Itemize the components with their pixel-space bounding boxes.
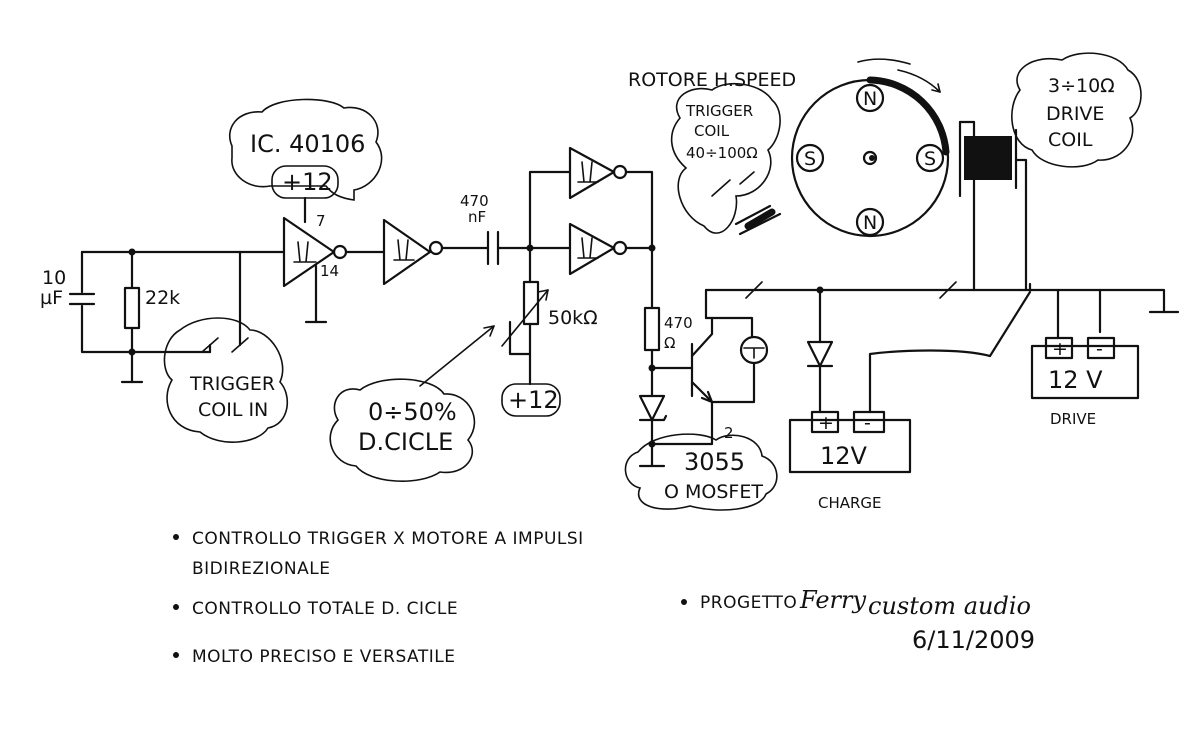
batt-charge-volt: 12V xyxy=(820,442,868,470)
batt-charge-label: CHARGE xyxy=(818,494,882,512)
batt-drive-plus: + xyxy=(1052,338,1068,360)
power-network xyxy=(704,120,1180,474)
pole-north-bottom: N xyxy=(863,212,877,234)
cap-coupling-value: 470 xyxy=(460,192,489,210)
trigger-coil-symbol xyxy=(711,171,782,236)
rotor-title: ROTORE H.SPEED xyxy=(628,69,796,91)
gate-1 xyxy=(238,216,348,324)
pot-supply-box xyxy=(501,383,561,417)
credit-date: 6/11/2009 xyxy=(912,626,1035,654)
drive-coil-top: 3÷10Ω xyxy=(1048,75,1115,97)
gate-2 xyxy=(344,218,444,286)
gate-4 xyxy=(568,222,656,276)
batt-drive-minus: - xyxy=(1096,338,1103,360)
drive-coil-mid: DRIVE xyxy=(1046,103,1104,125)
transistor-line2: O MOSFET xyxy=(664,481,763,503)
cloud-ic-label xyxy=(228,98,383,201)
res-gate-value: 470 xyxy=(664,314,693,332)
ic-supply: +12 xyxy=(282,168,333,196)
gate-3 xyxy=(528,146,654,250)
cloud-trigger-coil-in xyxy=(163,317,288,443)
cloud-drive-coil xyxy=(1011,52,1142,168)
credit-brand: custom audio xyxy=(868,592,1031,620)
pole-north-top: N xyxy=(863,88,877,110)
drive-coil-symbol xyxy=(958,120,1028,292)
credit-prefix: PROGETTO xyxy=(700,593,797,613)
note-1b: BIDIREZIONALE xyxy=(192,559,330,579)
batt-drive-label: DRIVE xyxy=(1050,410,1096,428)
notes: CONTROLLO TRIGGER X MOTORE A IMPULSI BID… xyxy=(173,529,584,667)
driver-stage xyxy=(638,246,769,468)
pot-value: 50kΩ xyxy=(548,307,598,329)
trigger-coil-mid: COIL xyxy=(694,122,730,140)
cap-input-unit: µF xyxy=(40,287,63,309)
cap-input-value: 10 xyxy=(42,267,66,289)
potentiometer xyxy=(501,246,549,386)
rotor xyxy=(790,58,950,238)
trigger-coil-in-line2: COIL IN xyxy=(198,399,268,421)
res-gate-unit: Ω xyxy=(664,334,675,352)
credit-author: Ferry xyxy=(799,586,866,614)
note-1: CONTROLLO TRIGGER X MOTORE A IMPULSI xyxy=(192,529,584,549)
pot-supply: +12 xyxy=(508,386,559,414)
pole-south-left: S xyxy=(804,148,816,170)
batt-charge-minus: - xyxy=(864,412,871,434)
batt-charge-plus: + xyxy=(818,412,834,434)
credit: PROGETTO Ferry custom audio 6/11/2009 xyxy=(681,586,1035,654)
note-2: CONTROLLO TOTALE D. CICLE xyxy=(192,599,458,619)
input-network xyxy=(68,248,249,384)
trigger-coil-top: TRIGGER xyxy=(685,102,753,120)
cloud-transistor xyxy=(624,433,778,511)
drive-coil-bot: COIL xyxy=(1048,129,1093,151)
transistor-line1: 3055 xyxy=(684,448,745,476)
batt-drive-volt: 12 V xyxy=(1048,366,1103,394)
duty-range: 0÷50% xyxy=(368,398,457,426)
pole-south-right: S xyxy=(924,148,936,170)
pin-mark: 2 xyxy=(724,424,734,442)
duty-label: D.CICLE xyxy=(358,428,453,456)
cap-coupling-unit: nF xyxy=(468,208,486,226)
cloud-duty-cycle xyxy=(329,378,476,482)
note-3: MOLTO PRECISO E VERSATILE xyxy=(192,647,455,667)
cap-coupling xyxy=(440,230,572,266)
ic-pin-top: 7 xyxy=(316,212,326,230)
trigger-coil-in-line1: TRIGGER xyxy=(189,373,275,395)
trigger-coil-ohm: 40÷100Ω xyxy=(686,144,758,162)
res-input-label: 22k xyxy=(145,287,180,309)
ic-pin-bot: 14 xyxy=(320,262,339,280)
ic-name: IC. 40106 xyxy=(250,130,365,158)
cloud-trigger-coil xyxy=(670,82,781,234)
